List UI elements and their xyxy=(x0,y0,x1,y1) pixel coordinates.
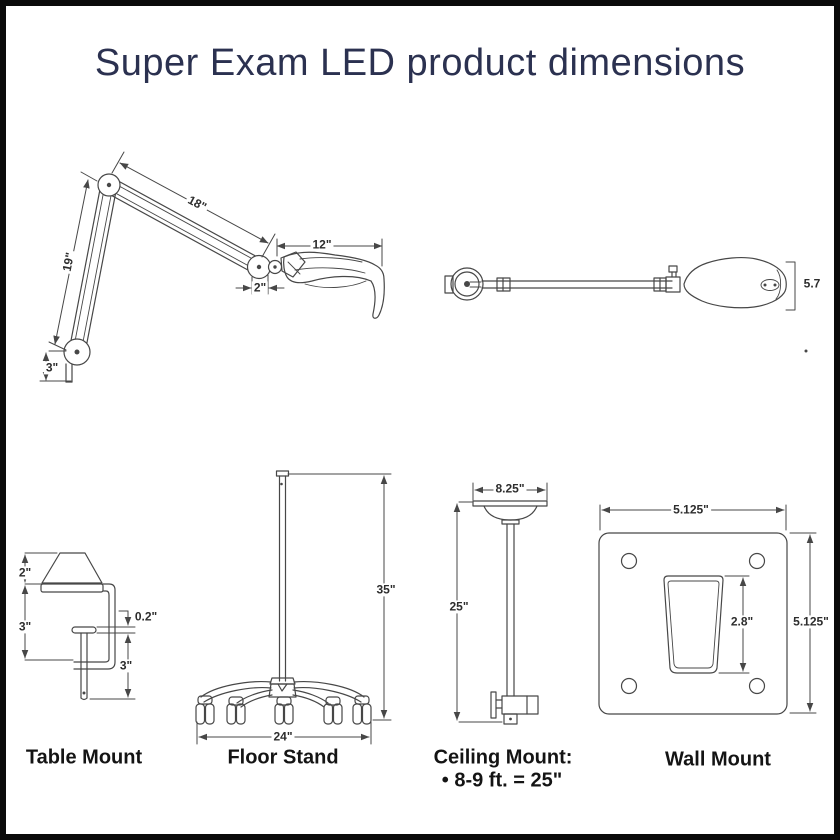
caption-ceiling-mount: Ceiling Mount: xyxy=(433,746,573,769)
dim-label-shade-height: 2" xyxy=(16,565,34,580)
ceiling-drop-pole xyxy=(506,523,515,697)
page-title: Super Exam LED product dimensions xyxy=(94,42,746,84)
ceiling-plate xyxy=(472,500,548,507)
ceiling-mount-drawing xyxy=(453,482,548,725)
ceiling-end-fitting xyxy=(490,691,539,725)
top-view-arm-tube xyxy=(481,277,673,292)
table-mount-clamp-screw xyxy=(71,626,97,701)
dim-label-drop-length: 25" xyxy=(447,599,471,614)
arm-lamp-head xyxy=(280,251,385,319)
caption-table-mount: Table Mount xyxy=(25,746,143,769)
ceiling-canopy-dome xyxy=(483,505,538,521)
top-view-mount-ring xyxy=(450,267,484,301)
dim-label-base-width: 24" xyxy=(271,729,295,744)
floor-stand-pole xyxy=(275,470,290,682)
top-view-dimension-bracket xyxy=(785,261,796,311)
arm-top-view-drawing xyxy=(444,257,808,353)
caption-wall-mount: Wall Mount xyxy=(665,748,771,771)
dim-label-plate-width: 5.125" xyxy=(671,502,711,517)
floor-stand-casters xyxy=(195,695,372,725)
arm-base-post xyxy=(65,363,73,383)
arm-lower-link xyxy=(68,182,118,355)
caption-floor-stand: Floor Stand xyxy=(227,746,339,769)
ink-speck xyxy=(804,349,808,353)
dim-label-head-length: 12" xyxy=(310,237,334,252)
top-view-knob xyxy=(665,265,681,293)
floor-stand-legs xyxy=(200,681,365,708)
dim-label-plate-height: 5.125" xyxy=(791,614,831,629)
table-mount-shade xyxy=(41,552,103,584)
dim-label-elbow-offset: 2" xyxy=(251,280,269,295)
table-mount-drawing xyxy=(21,552,136,701)
dim-label-head-width: 5.7 xyxy=(801,276,823,291)
dim-label-pad-thickness: 0.2" xyxy=(132,609,160,624)
dim-label-clamp-opening: 3" xyxy=(16,619,34,634)
floor-stand-drawing xyxy=(195,470,392,745)
table-mount-shade-rim xyxy=(40,583,104,593)
table-mount-dimension-lines xyxy=(21,552,136,700)
wall-mount-slot xyxy=(663,575,724,674)
arm-dimension-lines xyxy=(39,151,383,382)
wall-mount-drawing xyxy=(598,504,817,715)
dim-label-screw-length: 3" xyxy=(117,658,135,673)
wall-mount-plate xyxy=(598,532,788,715)
dim-label-stand-height: 35" xyxy=(374,582,398,597)
dim-label-slot-height: 2.8" xyxy=(728,614,756,629)
ceiling-canopy-collar xyxy=(501,519,520,525)
arm-upper-link xyxy=(104,177,264,275)
top-view-lamp-head xyxy=(683,257,787,309)
wall-mount-screw-holes xyxy=(620,552,766,695)
caption-ceiling-mount-note: • 8-9 ft. = 25" xyxy=(441,769,563,792)
top-view-wall-bracket xyxy=(444,275,454,294)
dim-label-base-post: 3" xyxy=(43,360,61,375)
arm-side-view-drawing xyxy=(39,151,385,383)
dim-label-canopy-width: 8.25" xyxy=(493,481,527,496)
floor-stand-hub xyxy=(268,677,297,698)
